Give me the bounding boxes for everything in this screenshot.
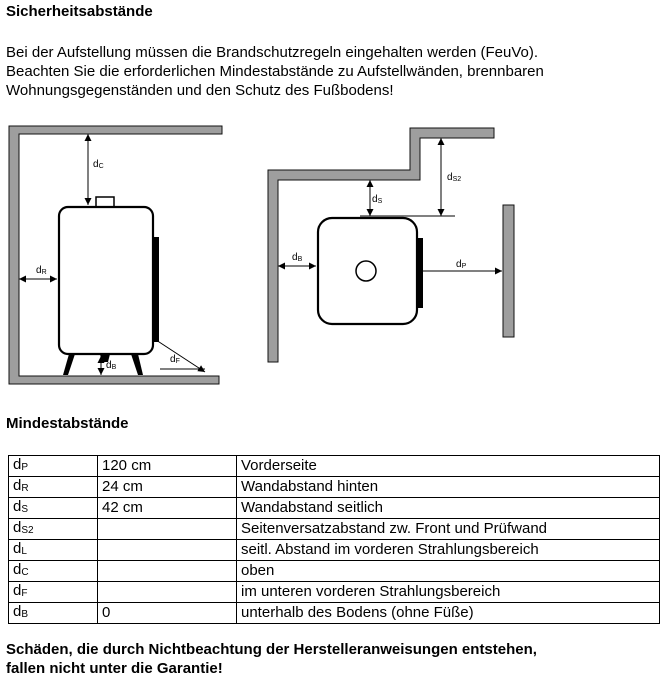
description-cell: oben bbox=[236, 560, 660, 582]
intro-line: Beachten Sie die erforderlichen Mindesta… bbox=[6, 63, 544, 80]
label-dr: dR bbox=[36, 265, 47, 276]
label-df: dF bbox=[170, 354, 180, 365]
table-row: dF im unteren vorderen Strahlungsbereich bbox=[8, 581, 660, 603]
symbol-cell: dS bbox=[8, 497, 98, 519]
symbol-cell: dS2 bbox=[8, 518, 98, 540]
top-view-diagram: dS2 dS dB dP bbox=[267, 127, 515, 363]
value-cell: 24 cm bbox=[97, 476, 237, 498]
intro-paragraph: Bei der Aufstellung müssen die Brandschu… bbox=[6, 43, 656, 100]
description-cell: seitl. Abstand im vorderen Strahlungsber… bbox=[236, 539, 660, 561]
stove-door bbox=[417, 238, 423, 308]
warranty-warning: Schäden, die durch Nichtbeachtung der He… bbox=[6, 640, 537, 678]
symbol-cell: dB bbox=[8, 602, 98, 624]
stove-leg bbox=[131, 354, 143, 375]
symbol-cell: dC bbox=[8, 560, 98, 582]
description-cell: Vorderseite bbox=[236, 455, 660, 477]
test-wall bbox=[502, 204, 515, 338]
label-ds: dS bbox=[372, 194, 383, 205]
page-title: Sicherheitsabstände bbox=[6, 3, 153, 20]
description-cell: unterhalb des Bodens (ohne Füße) bbox=[236, 602, 660, 624]
warning-line: fallen nicht unter die Garantie! bbox=[6, 660, 223, 677]
stove-body bbox=[57, 205, 155, 356]
table-row: dS2 Seitenversatzabstand zw. Front und Pr… bbox=[8, 518, 660, 540]
description-cell: Wandabstand hinten bbox=[236, 476, 660, 498]
label-ds2: dS2 bbox=[447, 172, 461, 183]
value-cell: 120 cm bbox=[97, 455, 237, 477]
table-row: dL seitl. Abstand im vorderen Strahlungsb… bbox=[8, 539, 660, 561]
value-cell bbox=[97, 539, 237, 561]
symbol-cell: dP bbox=[8, 455, 98, 477]
symbol-cell: dF bbox=[8, 581, 98, 603]
stove-door bbox=[153, 237, 159, 342]
warning-line: Schäden, die durch Nichtbeachtung der He… bbox=[6, 641, 537, 658]
label-dp: dP bbox=[456, 259, 467, 270]
clearance-diagram: dC dR dB dF dS2 dS dB dP bbox=[8, 125, 515, 385]
value-cell: 42 cm bbox=[97, 497, 237, 519]
table-row: dC oben bbox=[8, 560, 660, 582]
wall-and-floor bbox=[8, 125, 223, 385]
label-dc: dC bbox=[93, 159, 104, 170]
description-cell: Wandabstand seitlich bbox=[236, 497, 660, 519]
offset-wall bbox=[267, 127, 495, 363]
side-view-diagram: dC dR dB dF bbox=[8, 125, 223, 385]
stove-leg bbox=[63, 354, 75, 375]
value-cell bbox=[97, 518, 237, 540]
flue-outlet bbox=[355, 260, 377, 282]
intro-line: Bei der Aufstellung müssen die Brandschu… bbox=[6, 44, 538, 61]
value-cell: 0 bbox=[97, 602, 237, 624]
description-cell: im unteren vorderen Strahlungsbereich bbox=[236, 581, 660, 603]
description-cell: Seitenversatzabstand zw. Front und Prüfw… bbox=[236, 518, 660, 540]
intro-line: Wohnungsgegenständen und den Schutz des … bbox=[6, 82, 394, 99]
label-db: dB bbox=[292, 252, 303, 263]
table-heading: Mindestabstände bbox=[6, 415, 129, 432]
symbol-cell: dL bbox=[8, 539, 98, 561]
value-cell bbox=[97, 581, 237, 603]
symbol-cell: dR bbox=[8, 476, 98, 498]
value-cell bbox=[97, 560, 237, 582]
label-db: dB bbox=[106, 360, 117, 371]
